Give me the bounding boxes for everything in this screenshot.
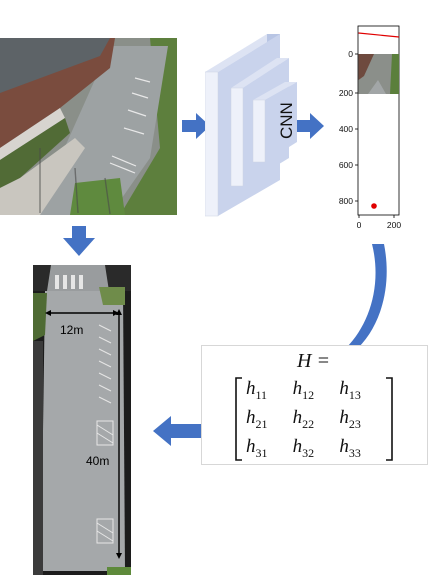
cnn-label: CNN [277,102,296,139]
length-label: 40m [86,454,110,468]
ytick-label: 0 [348,49,353,59]
matrix-lhs: H = [297,350,330,372]
ytick-label: 400 [339,124,353,134]
matrix-entry: h33 [339,435,361,460]
xtick-label: 0 [357,220,362,230]
length-measurement [116,309,122,559]
matrix-entries: h11 h12 h13 h21 h22 h23 h31 h32 h33 [246,378,386,460]
width-label: 12m [60,323,84,337]
arrow-left [153,416,201,446]
matrix-entry: h12 [292,378,315,402]
curved-arrow [346,244,387,348]
topdown-view [33,265,131,575]
plot-point [371,203,377,209]
matrix-brackets [235,377,393,461]
xtick-label: 200 [387,220,401,230]
width-measurement [45,310,119,316]
matrix-entry: h32 [292,435,315,460]
arrow-to-cnn [182,113,210,139]
keypoint-plot: 0 200 400 600 800 0 200 [339,25,401,230]
matrix-entry: h21 [246,406,268,431]
matrix-entry: h13 [339,378,361,402]
cnn-block [205,34,297,217]
matrix-entry: h31 [246,435,268,460]
arrow-to-plot [297,113,324,139]
homography-box [201,345,428,465]
plot-line [358,32,400,38]
ytick-label: 200 [339,88,353,98]
matrix-entry: h22 [292,406,315,431]
matrix-entry: h11 [246,378,268,402]
ytick-label: 600 [339,160,353,170]
aerial-photo [0,38,177,215]
arrow-down [63,226,95,256]
matrix-entry: h23 [339,406,361,431]
ytick-label: 800 [339,196,353,206]
